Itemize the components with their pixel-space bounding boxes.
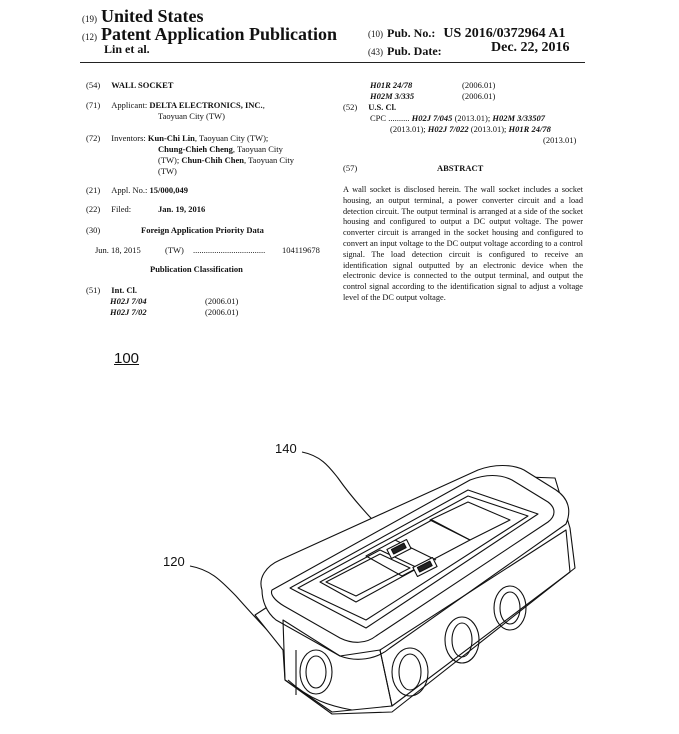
code-12: (12) [82,32,97,42]
cpc-dots: .......... [388,113,410,123]
inventor-2-country: (TW); [158,155,180,165]
code-21: (21) [86,185,101,195]
priority-number: 104119678 [282,245,320,255]
figure-ref-140: 140 [275,441,297,456]
code-72: (72) [86,133,101,143]
cpc-1-date: (2013.01); [454,113,491,123]
inventor-3-country: (TW) [158,166,177,176]
applicant-comma: , [262,100,265,110]
cpc-4-date: (2013.01) [543,135,577,145]
int-cl-2: H02J 7/02 [110,307,147,317]
cpc-label: CPC [370,113,387,123]
usb-module [365,519,471,577]
us-cl-label: U.S. Cl. [368,102,397,112]
publication-classification: Publication Classification [150,264,243,274]
publication-type: Patent Application Publication [101,24,338,44]
cpc-line-1: CPC .......... H02J 7/045 (2013.01); H02… [370,113,585,124]
int-cl-1-date: (2006.01) [205,296,239,306]
cpc-3-date: (2013.01); [470,124,507,134]
int-cl-label: Int. Cl. [111,285,138,295]
int-cl-2-date: (2006.01) [205,307,239,317]
applicant-label: Applicant: [111,100,148,110]
pub-date-label: Pub. Date: [387,44,442,58]
appl-no: 15/000,049 [149,185,189,195]
frame-inner [270,474,555,643]
inventor-2: Chung-Chieh Cheng [158,144,233,154]
inventors-label: Inventors: [111,133,146,143]
inventor-1-loc: , Taoyuan City (TW); [194,133,269,143]
title: WALL SOCKET [111,80,174,90]
code-51: (51) [86,285,101,295]
figure-ref-120: 120 [163,554,185,569]
inventor-2-loc: , Taoyuan City [232,144,283,154]
cpc-4: H01R 24/78 [508,124,551,134]
inventor-short: Lin et al. [104,42,150,56]
cpc-2-date: (2013.01); [390,124,426,134]
code-22: (22) [86,204,101,214]
knockout-2 [444,616,480,664]
faceplate-inner [297,495,529,621]
housing-side [282,619,393,713]
knockout-side [299,649,333,695]
pub-no-label: Pub. No.: [387,26,436,40]
inventor-3-loc: , Taoyuan City [243,155,294,165]
cpc-1: H02J 7/045 [411,113,453,123]
code-54: (54) [86,80,101,90]
int-cl-3-date: (2006.01) [462,80,496,90]
code-43: (43) [368,47,383,57]
priority-dots: .................................. [193,245,266,255]
knockout-1 [391,647,429,697]
pub-no: US 2016/0372964 A1 [443,26,566,41]
faceplate [289,489,539,629]
abstract-title: ABSTRACT [437,163,484,173]
int-cl-3: H01R 24/78 [370,80,413,90]
country: United States [101,6,204,26]
inventor-1: Kun-Chi Lin [147,133,195,143]
inventor-3: Chun-Chih Chen [181,155,244,165]
int-cl-4: H02M 3/335 [370,91,415,101]
int-cl-1: H02J 7/04 [110,296,147,306]
figure-ref-100: 100 [114,350,140,367]
priority-title: Foreign Application Priority Data [141,225,264,235]
priority-country: (TW) [165,245,184,255]
cpc-line-2: (2013.01); H02J 7/022 (2013.01); H01R 24… [390,124,585,135]
appl-no-label: Appl. No.: [111,185,148,195]
code-71: (71) [86,100,101,110]
frame-outer [260,464,570,660]
pub-date: Dec. 22, 2016 [491,40,570,55]
cpc-3: H02J 7/022 [427,124,469,134]
code-52: (52) [343,102,358,112]
filed-label: Filed: [111,204,132,214]
int-cl-4-date: (2006.01) [462,91,496,101]
code-30: (30) [86,225,101,235]
filed-date: Jan. 19, 2016 [158,204,206,214]
code-10: (10) [368,29,383,39]
code-57: (57) [343,163,358,173]
code-19: (19) [82,14,97,24]
cpc-2: H02M 3/33507 [492,113,545,123]
header-rule [80,62,585,63]
applicant-name: DELTA ELECTRONICS, INC. [149,100,263,110]
applicant-location: Taoyuan City (TW) [158,111,225,121]
knockout-3 [493,585,527,631]
abstract-body: A wall socket is disclosed herein. The w… [343,185,583,302]
priority-date: Jun. 18, 2015 [95,245,141,255]
